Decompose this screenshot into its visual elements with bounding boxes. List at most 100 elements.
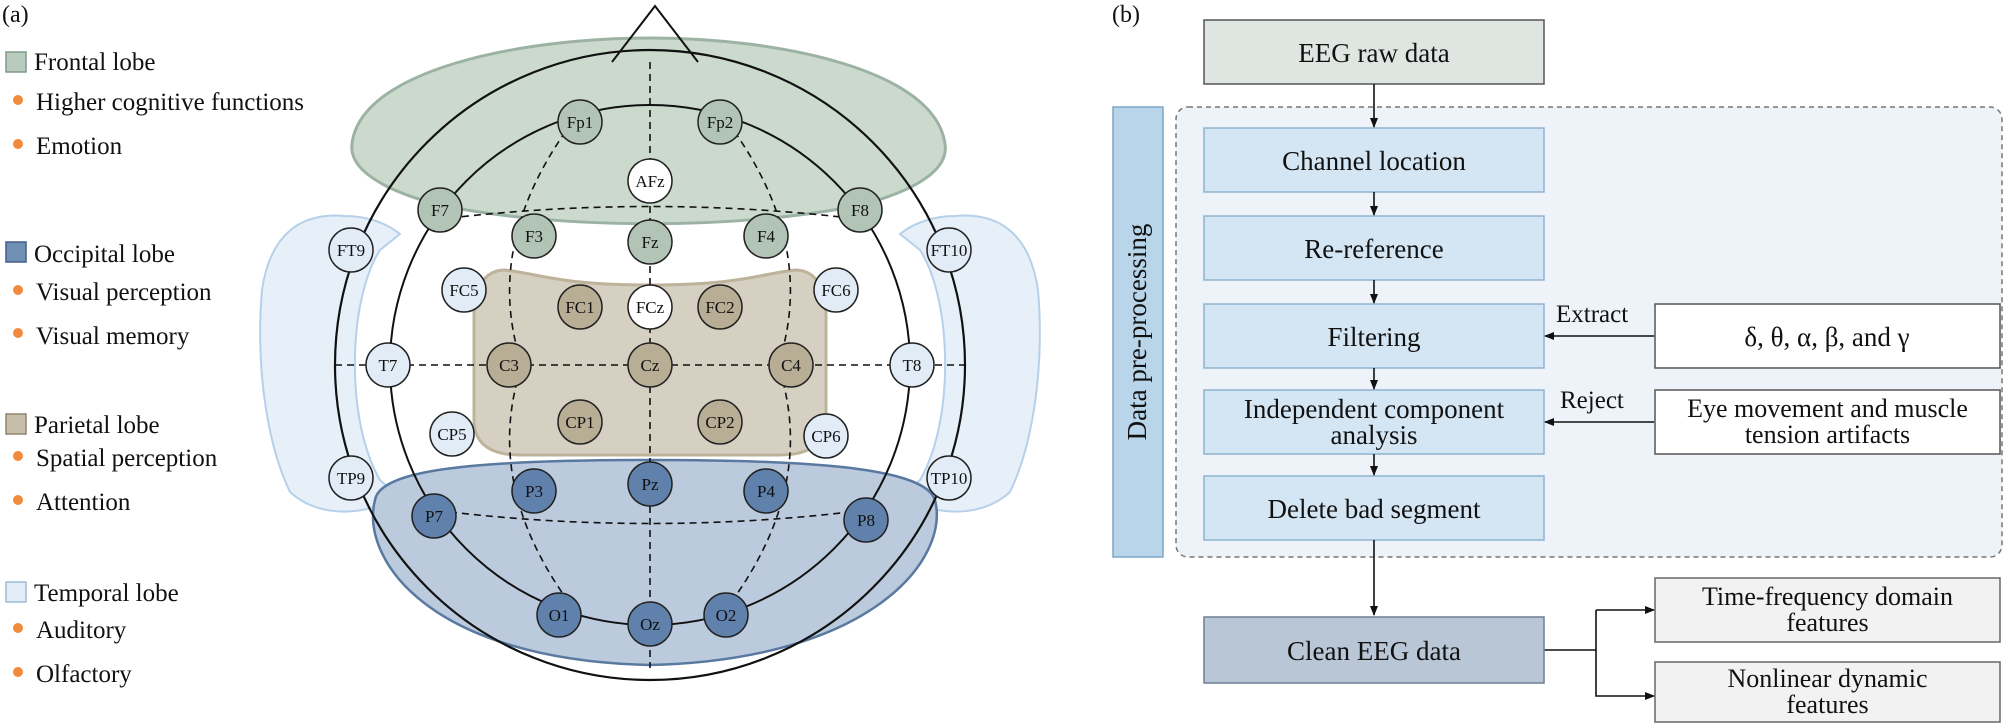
electrode-label: CP2 <box>705 413 734 432</box>
parietal-grid-arc <box>449 511 851 525</box>
output-label-nonlinear: Nonlinear dynamic features <box>1727 664 1928 719</box>
frontal-grid-arc <box>449 205 851 219</box>
legend-item: Visual perception <box>36 279 212 306</box>
artifacts-box <box>1654 389 2001 455</box>
electrode-marker <box>743 468 789 514</box>
legend-item: Emotion <box>36 133 123 160</box>
electrodes: Fp1 Fp2 AFz F7 F3 Fz F4 F8 FT9 FT10 FC5 … <box>328 99 972 647</box>
output-box-time-frequency <box>1654 577 2001 643</box>
electrode-label: Cz <box>641 356 660 375</box>
legend-title-parietal: Parietal lobe <box>34 412 160 439</box>
electrode-marker <box>511 468 557 514</box>
electrode-marker <box>328 455 374 501</box>
electrode-marker <box>697 99 743 145</box>
electrode-label: TP10 <box>931 469 968 488</box>
electrode-o2: O2 <box>703 592 749 638</box>
frequency-bands-box <box>1654 303 2001 369</box>
electrode-fc1: FC1 <box>557 284 603 330</box>
electrode-label: FCz <box>636 298 665 317</box>
electrode-t8: T8 <box>889 342 935 388</box>
electrode-label: TP9 <box>337 469 365 488</box>
electrode-pz: Pz <box>627 461 673 507</box>
electrode-f8: F8 <box>837 187 883 233</box>
legend-temporal: Temporal lobe Auditory Olfactory <box>5 580 179 688</box>
electrode-marker <box>627 158 673 204</box>
electrode-p3: P3 <box>511 468 557 514</box>
step-label-delete-bad-segment: Delete bad segment <box>1268 494 1481 524</box>
electrode-label: FT10 <box>931 241 968 260</box>
legend-parietal: Parietal lobe Spatial perception Attenti… <box>5 412 218 516</box>
electrode-label: FT9 <box>337 241 365 260</box>
electrode-cz: Cz <box>627 342 673 388</box>
legend-item: Visual memory <box>36 323 190 350</box>
right-grid-arc <box>719 111 792 618</box>
legend-item: Auditory <box>36 617 127 644</box>
legend-swatch-occipital <box>5 241 27 263</box>
bullet-icon <box>13 95 23 105</box>
electrode-marker <box>703 592 749 638</box>
electrode-fc6: FC6 <box>813 267 859 313</box>
electrode-cp1: CP1 <box>557 399 603 445</box>
electrode-c3: C3 <box>486 342 532 388</box>
electrode-label: C3 <box>499 356 519 375</box>
panel-b-label: (b) <box>1112 2 1140 28</box>
electrode-label: F4 <box>757 227 775 246</box>
temporal-region-right <box>898 214 1041 513</box>
electrode-cp2: CP2 <box>697 399 743 445</box>
electrode-marker <box>697 284 743 330</box>
electrode-fc2: FC2 <box>697 284 743 330</box>
electrode-fp1: Fp1 <box>557 99 603 145</box>
electrode-p4: P4 <box>743 468 789 514</box>
electrode-tp9: TP9 <box>328 455 374 501</box>
electrode-marker <box>627 461 673 507</box>
legend-title-temporal: Temporal lobe <box>34 580 179 607</box>
electrode-marker <box>813 267 859 313</box>
electrode-label: Pz <box>642 475 659 494</box>
electrode-label: Oz <box>640 615 660 634</box>
step-label-channel-location: Channel location <box>1282 146 1466 176</box>
nose-icon <box>611 4 699 63</box>
electrode-c4: C4 <box>768 342 814 388</box>
electrode-marker <box>843 497 889 543</box>
electrode-marker <box>557 399 603 445</box>
artifacts-text-wrap: Eye movement and muscle tension artifact… <box>1687 396 1968 448</box>
reject-label: Reject <box>1560 387 1624 414</box>
electrode-label: C4 <box>781 356 801 375</box>
electrode-marker <box>697 399 743 445</box>
electrode-marker <box>429 411 475 457</box>
electrode-label: Fp2 <box>707 113 733 132</box>
step-box-filtering <box>1203 303 1545 369</box>
electrode-marker <box>889 342 935 388</box>
raw-data-label: EEG raw data <box>1298 38 1449 68</box>
legend-title-occipital: Occipital lobe <box>34 241 175 268</box>
electrode-p8: P8 <box>843 497 889 543</box>
electrode-label: Fp1 <box>567 113 593 132</box>
legend-frontal: Frontal lobe Higher cognitive functions … <box>5 49 304 160</box>
electrode-marker <box>803 413 849 459</box>
raw-data-box <box>1203 19 1545 85</box>
electrode-cp6: CP6 <box>803 413 849 459</box>
legend-swatch-parietal <box>5 413 27 435</box>
electrode-ft10: FT10 <box>926 227 972 273</box>
electrode-afz: AFz <box>627 158 673 204</box>
electrode-cp5: CP5 <box>429 411 475 457</box>
clean-data-label: Clean EEG data <box>1287 636 1461 666</box>
electrode-label: F3 <box>525 227 543 246</box>
step-label-re-reference: Re-reference <box>1304 234 1443 264</box>
electrode-label: P8 <box>857 511 875 530</box>
electrode-marker <box>441 267 487 313</box>
electrode-label: FC1 <box>565 298 594 317</box>
preprocessing-steps: Channel location Re-reference Filtering … <box>1203 127 1545 541</box>
output-nonlinear-wrap: Nonlinear dynamic features <box>1727 664 1928 719</box>
electrode-fz: Fz <box>627 219 673 265</box>
electrode-marker <box>365 342 411 388</box>
legend-occipital: Occipital lobe Visual perception Visual … <box>5 241 212 350</box>
legend-item: Olfactory <box>36 661 132 688</box>
electrode-label: CP1 <box>565 413 594 432</box>
electrode-marker <box>926 227 972 273</box>
step-box-delete-bad-segment <box>1203 475 1545 541</box>
frequency-bands-label: δ, θ, α, β, and γ <box>1744 322 1909 352</box>
step-box-channel-location <box>1203 127 1545 193</box>
electrode-label: FC2 <box>705 298 734 317</box>
legend-title-frontal: Frontal lobe <box>34 49 156 76</box>
